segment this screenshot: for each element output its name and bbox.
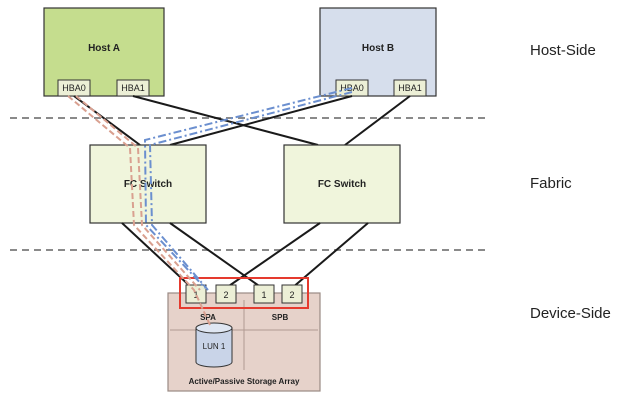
spa-port-2-label: 2: [223, 290, 228, 300]
host-b-path-blue-2: [148, 91, 353, 291]
link-hostb-hba0-switch1: [169, 95, 353, 146]
host-a-hba1-label: HBA1: [121, 83, 145, 93]
fc-switch-1-label: FC Switch: [124, 179, 172, 190]
host-a-hba0-label: HBA0: [62, 83, 86, 93]
spb-port-1[interactable]: [253, 284, 275, 304]
port-highlight-box: [179, 277, 309, 309]
lun-label: LUN 1: [203, 342, 226, 351]
host-a-label: Host A: [88, 43, 120, 54]
lun-cylinder[interactable]: [195, 322, 233, 368]
spb-port-1-label: 1: [261, 290, 266, 300]
host-b-hba1-label: HBA1: [398, 83, 422, 93]
fc-switch-2[interactable]: [283, 144, 401, 224]
fc-switch-1[interactable]: [89, 144, 207, 224]
spa-port-2[interactable]: [215, 284, 237, 304]
spb-port-2[interactable]: [281, 284, 303, 304]
host-a-path-red: [67, 95, 211, 326]
storage-array-title: Active/Passive Storage Array: [189, 377, 300, 386]
host-a-path-red-2: [75, 95, 201, 291]
spb-label: SPB: [272, 313, 289, 322]
tier-label-device-side: Device-Side: [530, 305, 611, 322]
spa-label: SPA: [200, 313, 216, 322]
tier-label-fabric: Fabric: [530, 175, 572, 192]
link-hostb-hba1-switch2: [344, 95, 411, 146]
host-b-label: Host B: [362, 43, 394, 54]
fc-switch-2-label: FC Switch: [318, 179, 366, 190]
spa-port-1-label: 1: [193, 290, 198, 300]
spb-port-2-label: 2: [289, 290, 294, 300]
host-b-path-blue: [143, 87, 353, 289]
tier-label-host-side: Host-Side: [530, 42, 596, 59]
